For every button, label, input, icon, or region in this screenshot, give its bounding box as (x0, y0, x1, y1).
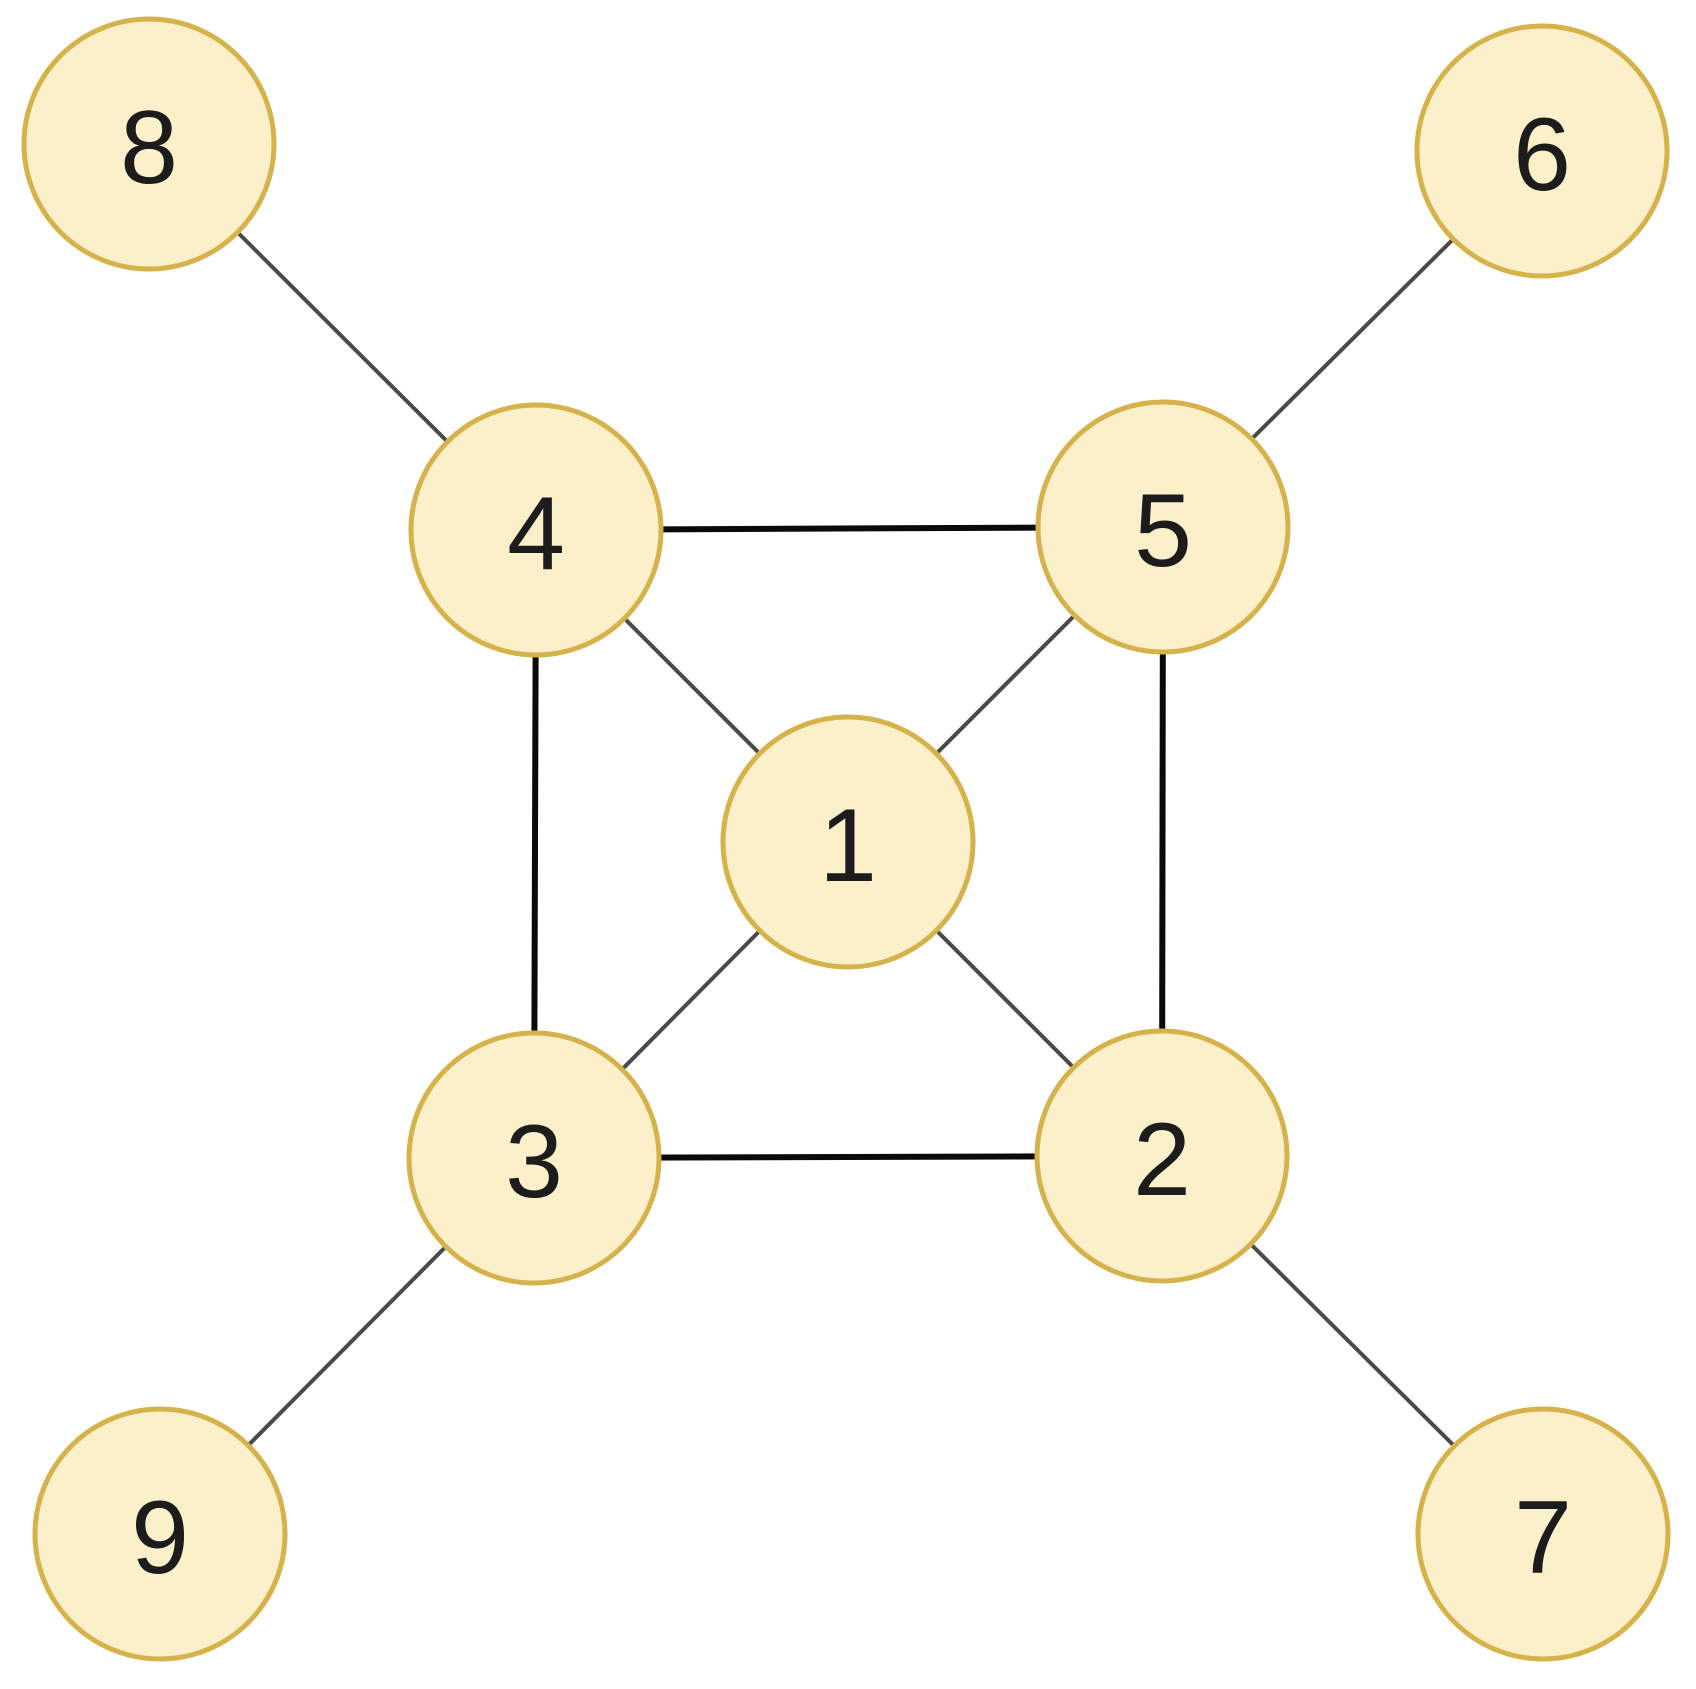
node-circle-6[interactable] (1414, 23, 1670, 279)
graph-node-8[interactable]: 8 (21, 16, 277, 272)
node-circle-9[interactable] (32, 1406, 288, 1662)
graph-node-6[interactable]: 6 (1414, 23, 1670, 279)
graph-node-4[interactable]: 4 (408, 402, 664, 658)
node-circle-5[interactable] (1035, 399, 1291, 655)
node-circle-2[interactable] (1034, 1028, 1290, 1284)
graph-node-5[interactable]: 5 (1035, 399, 1291, 655)
node-circle-3[interactable] (406, 1030, 662, 1286)
node-circle-7[interactable] (1415, 1406, 1671, 1662)
graph-node-1[interactable]: 1 (720, 714, 976, 970)
node-circle-8[interactable] (21, 16, 277, 272)
graph-node-9[interactable]: 9 (32, 1406, 288, 1662)
graph-node-3[interactable]: 3 (406, 1030, 662, 1286)
node-circle-1[interactable] (720, 714, 976, 970)
graph-node-7[interactable]: 7 (1415, 1406, 1671, 1662)
graph-node-2[interactable]: 2 (1034, 1028, 1290, 1284)
node-circle-4[interactable] (408, 402, 664, 658)
